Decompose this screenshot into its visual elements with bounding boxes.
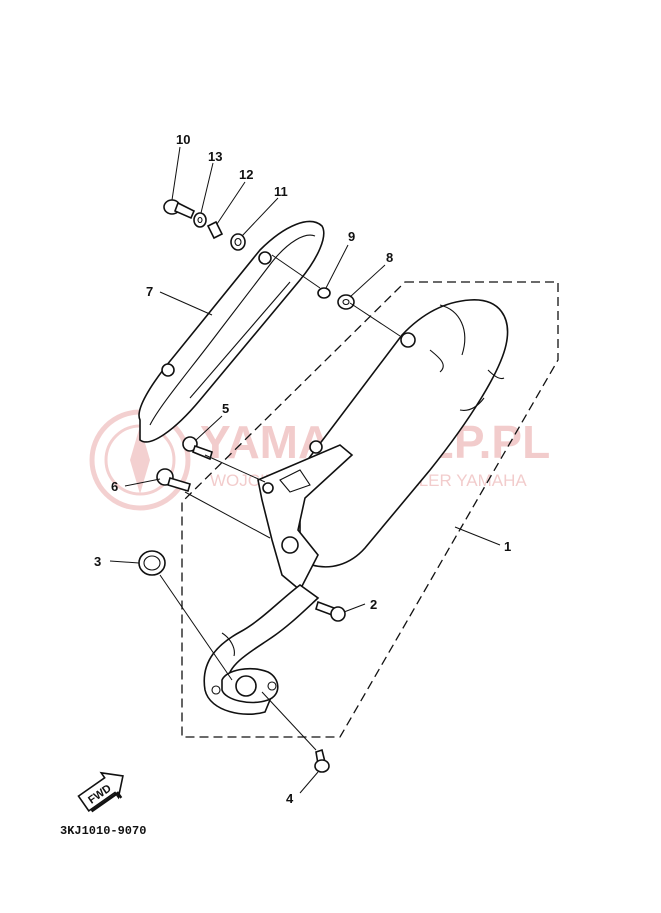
callout-7: 7	[146, 284, 153, 299]
bolt-10	[163, 199, 196, 220]
fwd-arrow-icon: FWD	[77, 771, 124, 813]
bolt-6	[156, 468, 191, 492]
callout-9: 9	[348, 229, 355, 244]
callout-4: 4	[286, 791, 294, 806]
callout-12: 12	[239, 167, 253, 182]
muffler-assembly	[203, 299, 509, 715]
callout-8: 8	[386, 250, 393, 265]
callout-10: 10	[176, 132, 190, 147]
washer-9	[317, 287, 331, 299]
callout-13: 13	[208, 149, 222, 164]
leader-lines	[109, 146, 501, 794]
washer-8	[337, 294, 355, 310]
callout-11: 11	[274, 184, 288, 199]
collar-12	[206, 220, 224, 240]
bolt-2	[315, 600, 346, 622]
washer-13	[193, 212, 207, 228]
heat-protector	[138, 220, 325, 443]
callout-1: 1	[504, 539, 511, 554]
muffler-assembly-boundary	[181, 281, 559, 738]
diagram-code: 3KJ1010-9070	[60, 824, 146, 838]
callout-6: 6	[111, 479, 118, 494]
callout-5: 5	[222, 401, 229, 416]
gasket-3	[138, 550, 166, 576]
nut-4	[314, 748, 330, 773]
callout-2: 2	[370, 597, 377, 612]
callout-3: 3	[94, 554, 101, 569]
damper-11	[230, 233, 246, 251]
